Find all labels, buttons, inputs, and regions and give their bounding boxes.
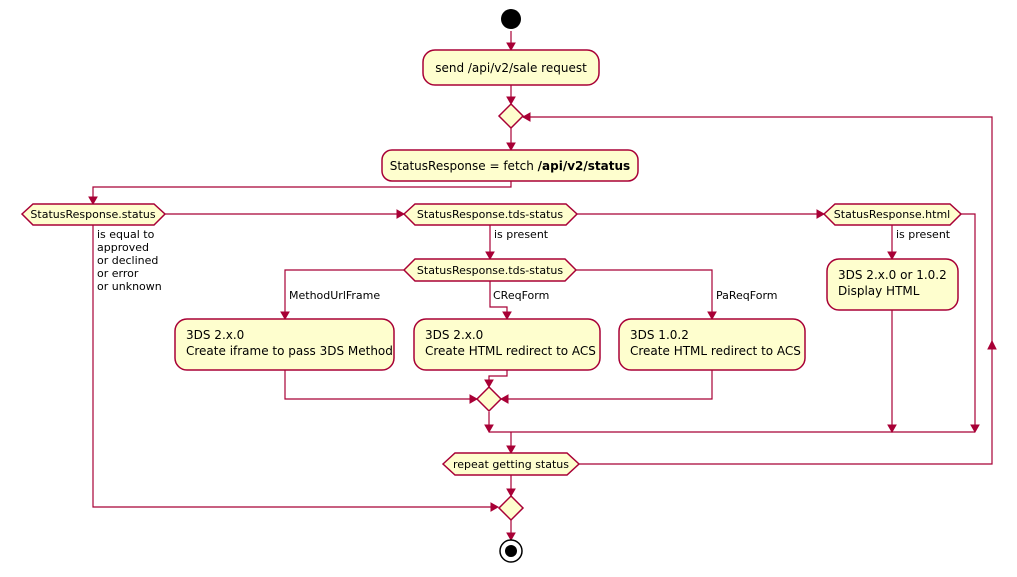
status-terminal-label-2: approved <box>97 241 149 254</box>
tds-status-inner-decision <box>402 258 578 282</box>
status-decision-label: StatusResponse.status <box>30 208 155 221</box>
fetch-status-label: StatusResponse = fetch /api/v2/status <box>390 159 630 173</box>
method-line2: Create iframe to pass 3DS Method <box>186 344 393 358</box>
pareq-line2: Create HTML redirect to ACS <box>630 344 801 358</box>
start-node <box>501 9 521 29</box>
arrow-head <box>280 311 290 321</box>
html-line1: 3DS 2.x.0 or 1.0.2 <box>838 268 947 282</box>
edge-pareq-merge <box>502 370 713 400</box>
arrow-head <box>887 424 897 434</box>
fetch-path: /api/v2/status <box>538 159 631 173</box>
arrow-head <box>970 424 980 434</box>
end-node-dot <box>505 545 517 557</box>
fetch-prefix: StatusResponse = fetch <box>390 159 538 173</box>
inner-merge-diamond <box>475 385 503 413</box>
tds-present-label: is present <box>494 228 549 241</box>
arrow-head <box>88 196 98 206</box>
arrow-head <box>521 112 531 122</box>
status-terminal-label-5: or unknown <box>97 280 162 293</box>
final-merge-diamond <box>497 494 525 522</box>
arrow-head <box>887 251 897 261</box>
arrow-head <box>499 394 509 404</box>
method-line1: 3DS 2.x.0 <box>186 328 244 342</box>
html-present-label: is present <box>896 228 951 241</box>
arrow-head <box>484 424 494 434</box>
method-url-frame-activity <box>174 318 395 371</box>
edges <box>88 31 997 542</box>
send-request-label: send /api/v2/sale request <box>435 61 587 75</box>
repeat-decision <box>441 452 581 476</box>
arrow-head <box>816 209 826 219</box>
edge-method-merge <box>284 370 476 400</box>
pareq-line1: 3DS 1.0.2 <box>630 328 689 342</box>
arrow-head <box>502 311 512 321</box>
display-html-activity <box>826 258 959 311</box>
arrow-head <box>506 445 516 455</box>
arrow-head <box>506 532 516 542</box>
arrow-head <box>490 502 500 512</box>
tds-status-decision-label: StatusResponse.tds-status <box>417 208 563 221</box>
arrow-head <box>506 96 516 106</box>
html-line2: Display HTML <box>838 284 920 298</box>
status-terminal-label-4: or error <box>97 267 139 280</box>
arrow-head <box>484 379 494 389</box>
creq-form-label: CReqForm <box>493 289 549 302</box>
creq-line1: 3DS 2.x.0 <box>425 328 483 342</box>
status-decision <box>20 203 167 226</box>
method-url-frame-label: MethodUrlFrame <box>289 289 380 302</box>
send-request-activity <box>422 49 600 86</box>
edge-creq-merge <box>488 370 508 386</box>
creq-form-activity <box>413 318 601 371</box>
status-terminal-label-3: or declined <box>97 254 158 267</box>
html-decision-label: StatusResponse.html <box>834 208 950 221</box>
creq-line2: Create HTML redirect to ACS <box>425 344 596 358</box>
edge-html-else <box>960 213 976 431</box>
arrow-head <box>506 488 516 498</box>
edge-status-terminal <box>92 225 497 508</box>
tds-status-inner-label: StatusResponse.tds-status <box>417 264 563 277</box>
arrow-head-up <box>987 339 997 350</box>
arrow-head <box>707 311 717 321</box>
repeat-decision-label: repeat getting status <box>453 458 569 471</box>
arrow-head <box>396 209 406 219</box>
edge-inner-method <box>284 269 404 318</box>
arrow-head <box>469 394 479 404</box>
edge-repeat-loop <box>523 116 993 465</box>
edge-inner-pareq <box>576 269 713 318</box>
fetch-status-activity <box>381 149 639 182</box>
html-decision <box>822 203 963 226</box>
pareq-form-label: PaReqForm <box>716 289 778 302</box>
arrow-head <box>506 42 516 52</box>
pareq-form-activity <box>618 318 806 371</box>
status-terminal-label-1: is equal to <box>97 228 155 241</box>
loop-merge-diamond <box>497 102 525 130</box>
arrow-head <box>485 251 495 261</box>
arrow-head <box>506 142 516 152</box>
tds-status-decision <box>402 203 579 226</box>
edge-fetch-split <box>92 181 512 203</box>
